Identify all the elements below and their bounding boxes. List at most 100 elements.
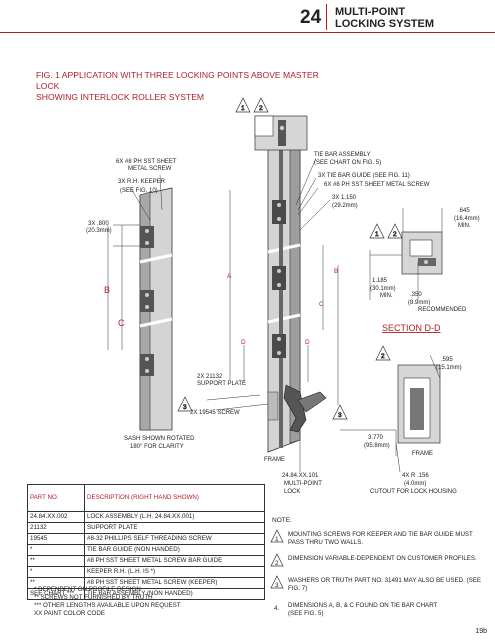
note-3: WASHERS OR TRUTH PART NO. 31491 MAY ALSO…	[288, 577, 482, 592]
note-triangle-3	[270, 575, 284, 589]
svg-text:(4.0mm): (4.0mm)	[404, 481, 426, 487]
svg-text:3X 1.150: 3X 1.150	[332, 195, 357, 201]
svg-text:1: 1	[275, 536, 279, 543]
notes-heading: NOTE:	[272, 517, 292, 524]
svg-text:B: B	[104, 285, 110, 295]
col-description: DESCRIPTION (RIGHT HAND SHOWN)	[84, 484, 265, 512]
description-cell: SUPPORT PLATE	[84, 522, 265, 534]
callout-rh-keeper-ref: (SEE FIG. 10)	[120, 188, 158, 194]
dim-label-c-right: C	[319, 301, 324, 308]
section-detail-top	[401, 231, 443, 275]
footnote: *** OTHER LENGTHS AVAILABLE UPON REQUEST	[34, 602, 181, 609]
svg-text:MIN.: MIN.	[380, 293, 393, 299]
svg-text:METAL SCREW: METAL SCREW	[128, 166, 172, 172]
title-line-2: LOCKING SYSTEM	[335, 18, 435, 30]
svg-text:(30.1mm): (30.1mm)	[370, 286, 396, 292]
description-cell: #8 PH SST SHEET METAL SCREW BAR GUIDE	[84, 555, 265, 567]
svg-text:2X 21132: 2X 21132	[197, 374, 223, 380]
table-row: *TIE BAR GUIDE (NON HANDED)	[27, 544, 265, 556]
frame-label-section: FRAME	[412, 451, 433, 457]
description-cell: KEEPER R.H. (L.H. IS *)	[84, 566, 265, 578]
lock-handle	[283, 384, 327, 433]
svg-text:FRAME: FRAME	[412, 451, 433, 457]
note-triangle-1	[270, 529, 284, 543]
keeper-1	[140, 226, 154, 248]
section-label: SECTION D-D	[382, 323, 441, 333]
svg-text:FRAME: FRAME	[264, 457, 285, 463]
description-cell: TIE BAR GUIDE (NON HANDED)	[84, 544, 265, 556]
part-number-cell: *	[27, 566, 85, 578]
callout-tie-bar: TIE BAR ASSEMBLY	[314, 152, 371, 158]
part-number-cell: *	[27, 544, 85, 556]
table-row: 19545#8-32 PHILLIPS SELF THREADING SCREW	[27, 533, 265, 545]
svg-text:(15.1mm): (15.1mm)	[436, 365, 462, 371]
page-reference: 19b	[475, 628, 487, 635]
svg-text:TIE BAR ASSEMBLY: TIE BAR ASSEMBLY	[314, 152, 371, 158]
svg-text:3: 3	[338, 412, 342, 419]
dim-595-mm: (15.1mm)	[436, 365, 462, 371]
svg-text:(20.3mm): (20.3mm)	[86, 228, 112, 234]
header-divider	[326, 4, 327, 30]
svg-text:6X #8 PH SST SHEET METAL SCREW: 6X #8 PH SST SHEET METAL SCREW	[324, 182, 430, 188]
svg-text:4X R .156: 4X R .156	[402, 473, 429, 479]
part-number-cell: 24.84.XX.002	[27, 511, 85, 523]
svg-text:3: 3	[275, 582, 279, 589]
top-detail	[254, 115, 308, 151]
dim-label-b-right: B	[334, 268, 338, 275]
dim-1185-min: MIN.	[380, 293, 393, 299]
svg-text:C: C	[319, 301, 324, 308]
callout-tie-bar-ref: (SEE CHART ON FIG. 5)	[314, 160, 381, 166]
page-title: MULTI-POINT LOCKING SYSTEM	[335, 6, 485, 30]
note-4: DIMENSIONS A, B, & C FOUND ON TIE BAR CH…	[288, 602, 438, 617]
svg-text:D: D	[241, 339, 246, 346]
svg-text:2X 19545 SCREW: 2X 19545 SCREW	[190, 410, 240, 416]
ref-triangle-3-right: 3	[332, 404, 348, 420]
dim-1185: 1.185	[372, 278, 388, 284]
svg-text:(29.2mm): (29.2mm)	[332, 203, 358, 209]
header-rule	[0, 32, 495, 33]
dim-350-rec: RECOMMENDED	[418, 307, 467, 313]
dim-label-c: C	[118, 318, 125, 328]
svg-text:3X R.H. KEEPER: 3X R.H. KEEPER	[118, 179, 166, 185]
tie-bar-guide-3	[272, 334, 286, 358]
dim-645-min: MIN.	[458, 223, 471, 229]
part-number-cell: 19545	[27, 533, 85, 545]
svg-text:.595: .595	[441, 357, 453, 363]
callout-screw-19545: 2X 19545 SCREW	[190, 410, 240, 416]
ref-triangle-2-section: 2	[387, 223, 403, 239]
svg-text:(16.4mm): (16.4mm)	[454, 216, 480, 222]
callout-support-plate: 2X 21132	[197, 374, 223, 380]
svg-text:C: C	[118, 318, 125, 328]
svg-text:3.770: 3.770	[368, 435, 384, 441]
svg-text:1: 1	[375, 231, 379, 238]
callout-cutout: CUTOUT FOR LOCK HOUSING	[370, 489, 457, 495]
ref-triangle-3-left: 3	[177, 396, 193, 412]
dim-1150: 3X 1.150	[332, 195, 357, 201]
callout-rh-keeper: 3X R.H. KEEPER	[118, 179, 166, 185]
dim-label-b: B	[104, 285, 110, 295]
keeper-3	[140, 354, 154, 376]
svg-text:6X #8 PH SST SHEET: 6X #8 PH SST SHEET	[116, 159, 177, 165]
svg-text:CUTOUT FOR LOCK HOUSING: CUTOUT FOR LOCK HOUSING	[370, 489, 457, 495]
footnote: ** SCREWS NOT FURNISHED BY TRUTH	[34, 594, 153, 601]
table-row: *KEEPER R.H. (L.H. IS *)	[27, 566, 265, 578]
callout-tie-bar-guide: 3X TIE BAR GUIDE (SEE FIG. 11)	[318, 173, 410, 179]
tie-bar-guide-1	[272, 200, 286, 224]
dim-595: .595	[441, 357, 453, 363]
svg-text:2: 2	[393, 231, 397, 238]
svg-text:2: 2	[381, 353, 385, 360]
note-triangle-2	[270, 553, 284, 567]
parts-table: PART NO. DESCRIPTION (RIGHT HAND SHOWN) …	[27, 484, 265, 600]
tie-bar-guide-2	[272, 266, 286, 290]
ref-triangle-1-section: 1	[369, 223, 385, 239]
svg-text:(SEE FIG. 10): (SEE FIG. 10)	[120, 188, 158, 194]
figure-title-line-2: SHOWING INTERLOCK ROLLER SYSTEM	[36, 92, 205, 102]
sash-note-2: 180° FOR CLARITY	[130, 444, 184, 450]
dim-645-mm: (16.4mm)	[454, 216, 480, 222]
callout-lock-part: 24.84.XX.101	[282, 473, 319, 479]
sash-note: SASH SHOWN ROTATED	[124, 436, 195, 442]
dim-1185-mm: (30.1mm)	[370, 286, 396, 292]
svg-text:180° FOR CLARITY: 180° FOR CLARITY	[130, 444, 184, 450]
callout-keeper-screw-2: METAL SCREW	[128, 166, 172, 172]
